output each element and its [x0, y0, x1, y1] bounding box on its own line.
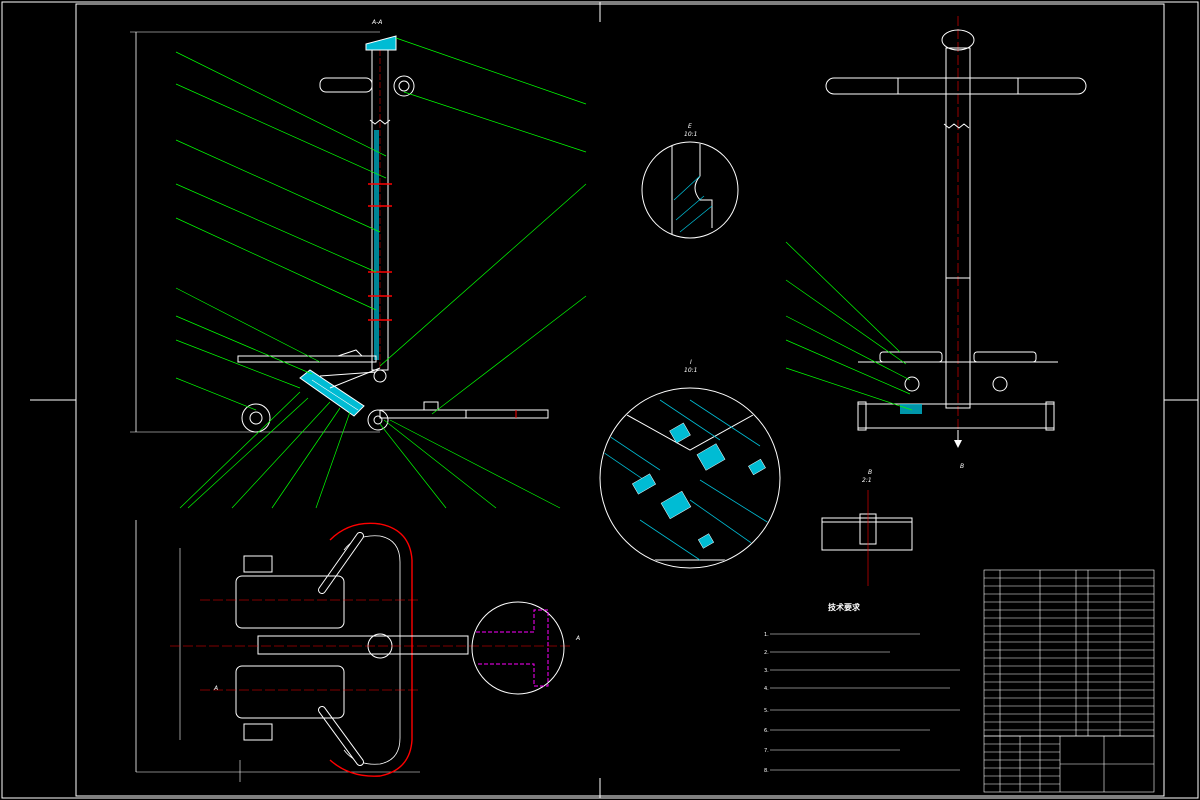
view-b: B 2:1	[821, 469, 913, 586]
notes-title: 技术要求	[828, 602, 861, 612]
part-leaders	[175, 37, 587, 509]
detail-i: I 10:1	[599, 359, 781, 569]
section-mark-main: A-A	[371, 19, 382, 26]
note-6: 6.	[764, 728, 769, 734]
a-arrow-right: A	[575, 635, 580, 642]
view-b-scale: 2:1	[862, 477, 872, 484]
note-5: 5.	[764, 708, 769, 714]
b-arrow-label: B	[960, 463, 964, 470]
note-3: 3.	[764, 668, 769, 674]
view-b-mark: B	[868, 469, 872, 476]
title-block	[983, 735, 1155, 793]
detail-e: E 10:1	[641, 123, 739, 239]
note-4: 4.	[764, 686, 769, 692]
technical-notes: 技术要求 1. 2. 3. 4. 5. 6. 7. 8.	[764, 602, 960, 774]
detail-e-scale: 10:1	[684, 131, 697, 138]
front-view: B	[785, 16, 1087, 470]
detail-e-mark: E	[688, 123, 692, 130]
parts-list	[983, 569, 1155, 737]
detail-i-mark: I	[690, 359, 692, 366]
note-8: 8.	[764, 768, 769, 774]
inner-frame	[75, 3, 1165, 797]
note-1: 1.	[764, 632, 769, 638]
note-2: 2.	[764, 650, 769, 656]
a-arrow-left: A	[213, 685, 218, 692]
top-view: A A	[135, 520, 580, 782]
side-section-view: A-A	[130, 19, 549, 433]
detail-i-scale: 10:1	[684, 367, 697, 374]
note-7: 7.	[764, 748, 769, 754]
